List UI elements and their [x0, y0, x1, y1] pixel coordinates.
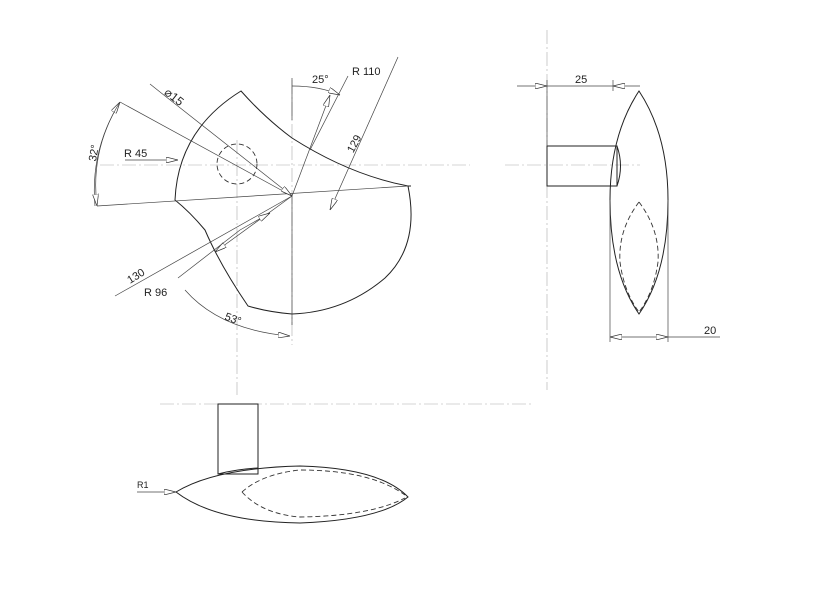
blade-top-outline	[175, 465, 409, 524]
length-130-label: 130	[125, 267, 147, 287]
angle-53-label: 53°	[223, 311, 243, 328]
bore-hole-hidden	[216, 143, 258, 185]
side-view	[517, 80, 720, 342]
radius-1-label: R1	[137, 480, 149, 490]
thickness-20-label: 20	[704, 325, 716, 337]
diameter-15-label: ⌀15	[162, 85, 187, 109]
top-view	[137, 403, 409, 524]
radius-96-label: R 96	[144, 287, 167, 299]
radius-110-label: R 110	[352, 66, 381, 78]
width-25-label: 25	[575, 74, 587, 86]
front-view	[94, 56, 412, 336]
front-view-outline	[174, 90, 412, 315]
blade-side-outline	[609, 90, 669, 315]
shaft-side	[546, 145, 618, 187]
angle-32-label: 32°	[87, 144, 102, 162]
length-129-label: 129	[345, 133, 364, 155]
angle-25-label: 25°	[312, 74, 329, 86]
shaft-top	[217, 403, 259, 475]
radius-45-label: R 45	[124, 148, 147, 160]
